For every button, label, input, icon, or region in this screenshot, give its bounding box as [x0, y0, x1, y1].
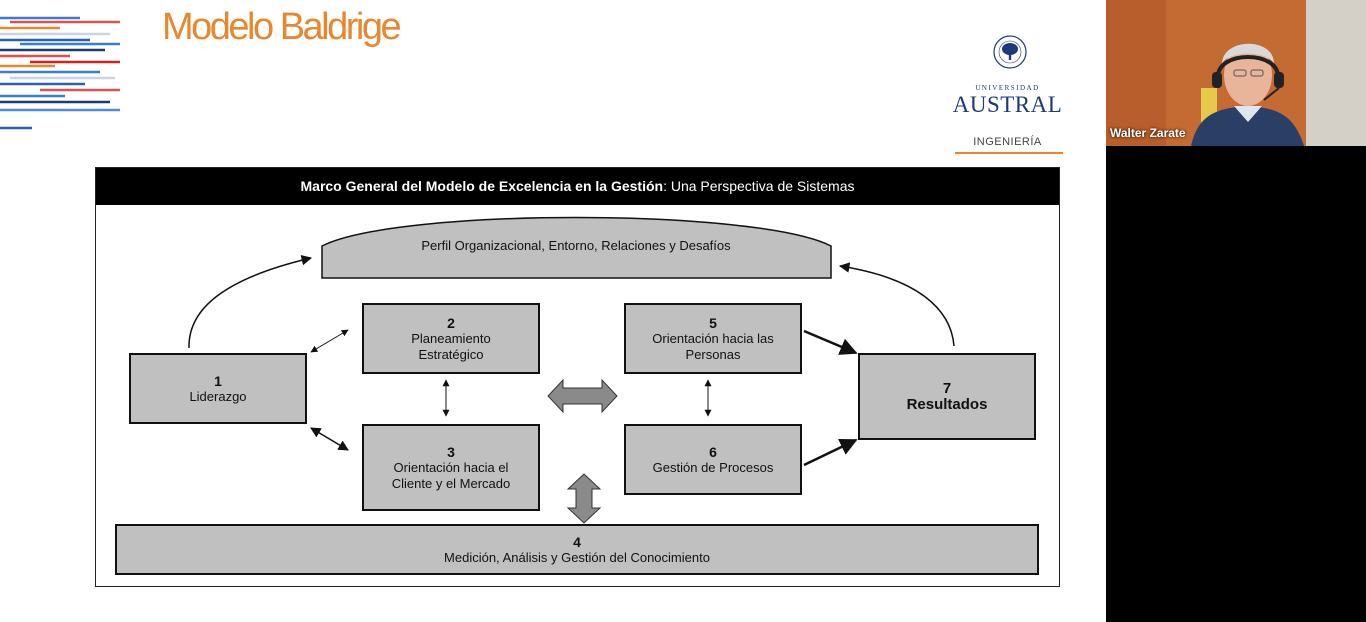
- tree-seal-icon: [993, 35, 1027, 69]
- arrow-results-to-profile: [838, 262, 955, 347]
- arrow-5-7: [803, 329, 858, 355]
- block-arrow-horizontal: [547, 378, 618, 414]
- participant-name: Walter Zarate: [1110, 126, 1186, 140]
- logo-university-name: AUSTRAL: [952, 92, 1063, 117]
- diagram-connectors: [188, 216, 955, 524]
- box-number: 6: [709, 443, 717, 460]
- arrow-6-7: [803, 438, 858, 467]
- university-logo: UNIVERSIDAD AUSTRAL INGENIERÍA: [950, 30, 1065, 160]
- decorative-lines: [0, 16, 120, 130]
- box-number: 2: [447, 314, 455, 331]
- box-measurement-analysis: 4 Medición, Análisis y Gestión del Conoc…: [115, 524, 1039, 575]
- box-label: Medición, Análisis y Gestión del Conocim…: [444, 549, 710, 565]
- box-strategic-planning: 2 Planeamiento Estratégico: [362, 303, 540, 374]
- box-label: Planeamiento Estratégico: [411, 330, 491, 362]
- diagram-title: Marco General del Modelo de Excelencia e…: [96, 168, 1059, 205]
- diagram-title-rest: : Una Perspectiva de Sistemas: [663, 178, 855, 194]
- box-number: 7: [942, 379, 952, 397]
- arrow-leadership-to-profile: [188, 255, 313, 349]
- arrow-1-2: [310, 329, 349, 353]
- baldrige-framework-diagram: Marco General del Modelo de Excelencia e…: [95, 167, 1060, 587]
- box-customer-focus: 3 Orientación hacia el Cliente y el Merc…: [362, 424, 540, 511]
- box-leadership: 1 Liderazgo: [129, 353, 307, 424]
- logo-divider: [955, 152, 1063, 154]
- profile-dome: [321, 216, 832, 279]
- box-label: Liderazgo: [189, 388, 247, 404]
- box-process-management: 6 Gestión de Procesos: [624, 424, 802, 495]
- diagram-title-bold: Marco General del Modelo de Excelencia e…: [300, 178, 664, 194]
- profile-label: Perfil Organizacional, Entorno, Relacion…: [421, 238, 731, 253]
- logo-department: INGENIERÍA: [973, 136, 1042, 148]
- presentation-slide: Modelo Baldrige UNIVERSIDAD AUSTRAL INGE…: [0, 6, 1065, 587]
- box-label: Resultados: [906, 395, 988, 413]
- logo-university-label: UNIVERSIDAD: [975, 84, 1040, 92]
- block-arrow-vertical: [566, 473, 602, 524]
- box-number: 5: [709, 314, 717, 331]
- arrow-1-3: [310, 427, 349, 451]
- box-number: 4: [573, 533, 581, 550]
- box-number: 1: [214, 372, 222, 389]
- participant-video-feed: [1106, 0, 1366, 146]
- participant-video-tile[interactable]: Walter Zarate: [1106, 0, 1366, 146]
- box-label: Orientación hacia las Personas: [652, 330, 774, 362]
- box-label: Gestión de Procesos: [652, 459, 774, 475]
- box-label: Orientación hacia el Cliente y el Mercad…: [391, 459, 511, 491]
- box-number: 3: [447, 443, 455, 460]
- video-panel: Walter Zarate: [1106, 0, 1366, 622]
- slide-title: Modelo Baldrige: [162, 6, 402, 48]
- box-results: 7 Resultados: [858, 353, 1036, 440]
- box-workforce-focus: 5 Orientación hacia las Personas: [624, 303, 802, 374]
